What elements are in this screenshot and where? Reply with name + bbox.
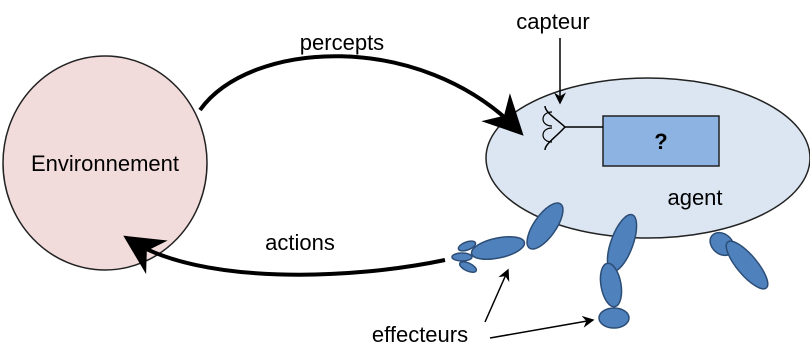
effectors-label: effecteurs (372, 322, 468, 347)
sensor-antenna-upper (544, 105, 566, 128)
actions-flow: actions (123, 230, 446, 277)
environment-node: Environnement (2, 55, 208, 271)
percepts-label: percepts (300, 30, 384, 55)
environment-circle (2, 55, 208, 271)
agent-label: agent (667, 185, 722, 210)
sensor-loop-2 (542, 127, 553, 143)
agent-program-box: ? (602, 115, 720, 167)
percepts-flow: percepts (198, 30, 524, 136)
effector-arm-upper (526, 202, 564, 250)
environment-label: Environnement (31, 151, 179, 176)
effector-leg-lower (599, 262, 623, 308)
unknown-label: ? (654, 129, 667, 154)
effector-right-leg-lower (725, 240, 769, 290)
effectors-pointer-arm (484, 268, 510, 323)
effectors-annotation: effecteurs (372, 268, 595, 347)
sensor-antenna-lower (544, 126, 566, 151)
unknown-box (602, 115, 720, 167)
actions-arrow (123, 235, 446, 277)
sensor: capteur (516, 9, 603, 151)
sensor-label: capteur (516, 9, 589, 34)
effector-foot (598, 307, 630, 329)
actions-label: actions (265, 230, 335, 255)
percepts-arrow (198, 54, 524, 136)
effector-hand-finger-3 (458, 260, 478, 274)
effector-hand-finger-2 (451, 252, 473, 262)
sensor-loop-1 (542, 111, 553, 127)
effector-hand-finger-1 (457, 240, 477, 252)
effectors-pointer-leg (489, 315, 595, 339)
effector-arm-lower (470, 235, 526, 261)
effectors (451, 202, 769, 329)
